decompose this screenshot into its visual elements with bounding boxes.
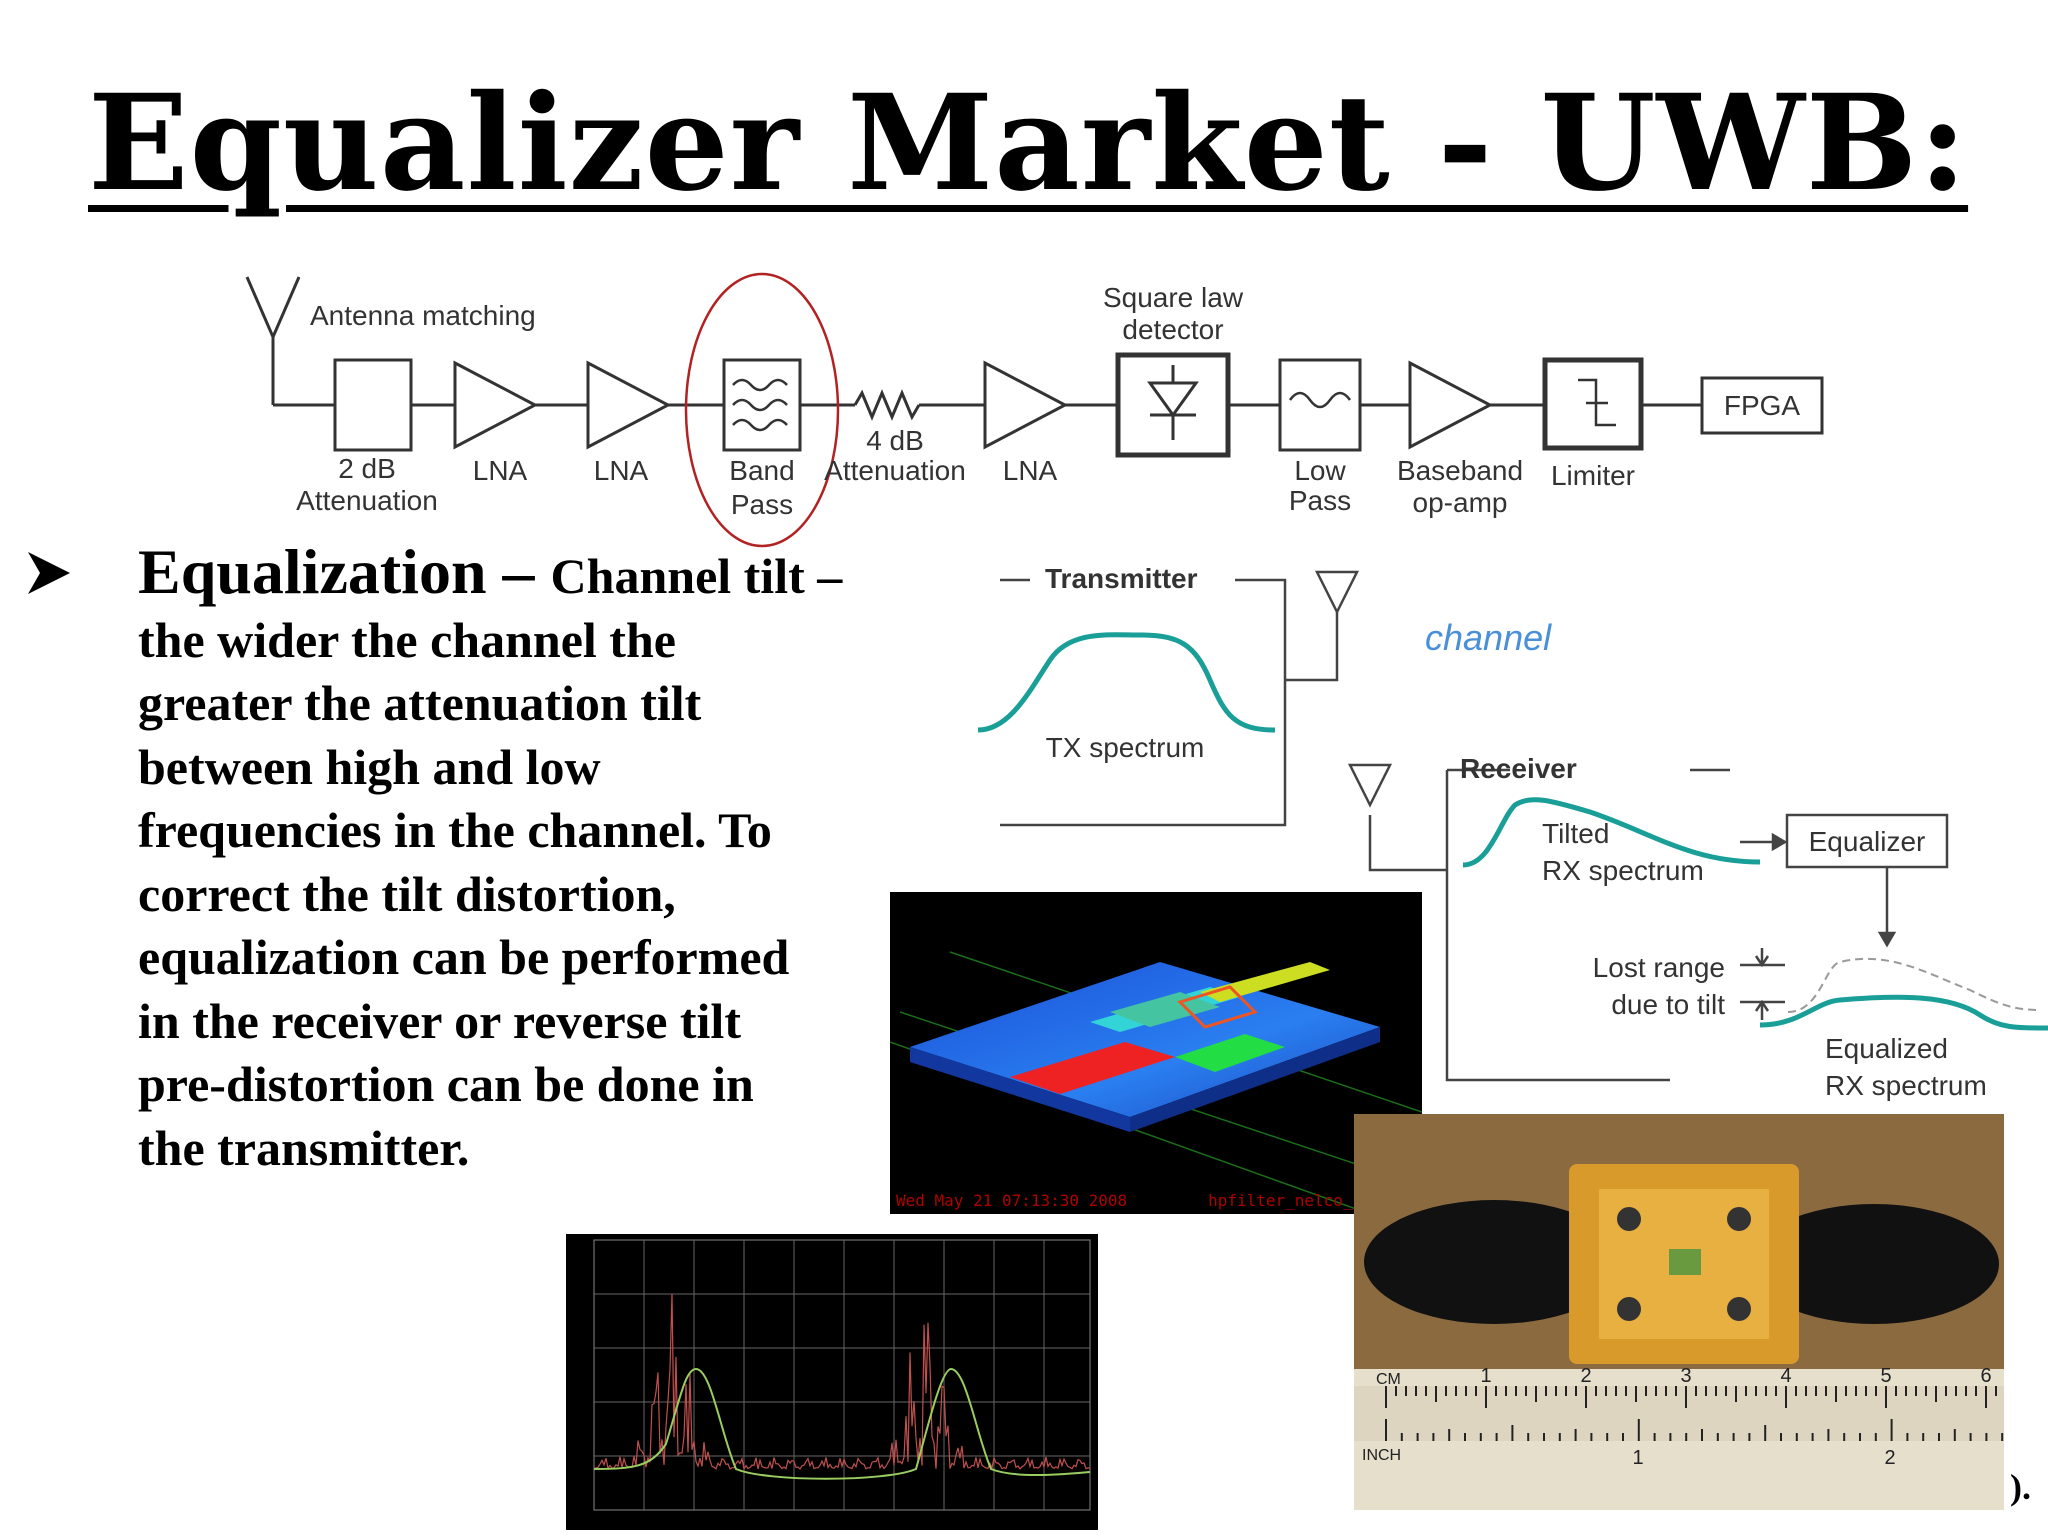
ruler-inch-1: 1 bbox=[1632, 1447, 1643, 1469]
lna-1-icon bbox=[453, 360, 539, 450]
em-simulation-render bbox=[889, 951, 1423, 1215]
device-photo-render: CM INCH 1 2 3 4 5 6 1 2 bbox=[1354, 1114, 2004, 1510]
baseband-label-2: op-amp bbox=[1413, 487, 1508, 518]
tx-spectrum-curve bbox=[977, 632, 1276, 733]
bullet-line: equalization can be performed bbox=[138, 929, 790, 985]
red-trace-line bbox=[593, 1293, 1091, 1471]
lna-2-label: LNA bbox=[594, 455, 649, 486]
lowpass-filter-block bbox=[1278, 358, 1362, 452]
att2-label-1: 2 dB bbox=[338, 453, 396, 484]
tx-antenna-icon bbox=[1314, 570, 1360, 615]
bandpass-filter-block bbox=[722, 358, 802, 452]
bullet-arrow-icon bbox=[28, 552, 70, 594]
limiter-label: Limiter bbox=[1551, 460, 1635, 491]
equalizer-device-photo: CM INCH 1 2 3 4 5 6 1 2 bbox=[1354, 1114, 2004, 1510]
antenna-icon bbox=[245, 276, 301, 405]
ruler-cm-2: 2 bbox=[1580, 1365, 1591, 1387]
att2-label-2: Attenuation bbox=[296, 485, 438, 516]
receiver-block-diagram: Antenna matching 2 dB Attenuation LNA LN… bbox=[245, 272, 1824, 548]
ruler-inch-label: INCH bbox=[1362, 1447, 1401, 1464]
page-title: Equalizer Market - UWB: bbox=[88, 66, 1969, 221]
lna-3-icon bbox=[983, 360, 1069, 450]
fpga-label: FPGA bbox=[1724, 390, 1801, 421]
antenna-matching-label: Antenna matching bbox=[310, 300, 536, 331]
bullet-lead: Equalization bbox=[138, 536, 487, 607]
tilted-label-1: Tilted bbox=[1542, 818, 1609, 849]
lowpass-label-1: Low bbox=[1294, 455, 1346, 486]
spectrum-plot-image bbox=[566, 1234, 1098, 1530]
tilted-label-2: RX spectrum bbox=[1542, 855, 1704, 886]
em-simulation-image: Wed May 21 07:13:30 2008 hpfilter_nelco_… bbox=[889, 892, 1423, 1215]
bullet-line: greater the attenuation tilt bbox=[138, 675, 702, 731]
bullet-dash: – bbox=[486, 536, 551, 607]
fpga-block bbox=[1700, 376, 1824, 435]
ruler-cm-4: 4 bbox=[1780, 1365, 1791, 1387]
lna-3-label: LNA bbox=[1003, 455, 1058, 486]
equalized-label-1: Equalized bbox=[1825, 1033, 1948, 1064]
bullet-subtitle: Channel tilt – bbox=[550, 548, 843, 604]
lowpass-label-2: Pass bbox=[1289, 485, 1351, 516]
equalizer-label: Equalizer bbox=[1809, 826, 1926, 857]
att4-label-2: Attenuation bbox=[824, 455, 966, 486]
bullet-line: in the receiver or reverse tilt bbox=[138, 992, 741, 1049]
att4-label-1: 4 dB bbox=[866, 425, 924, 456]
tilted-rx-spectrum-curve bbox=[1462, 797, 1761, 868]
detector-label-2: detector bbox=[1122, 314, 1223, 345]
bandpass-label-1: Band bbox=[729, 455, 794, 486]
caption-tail: ). bbox=[2010, 1467, 2031, 1507]
bullet-text: Equalization – Channel tilt – the wider … bbox=[138, 540, 898, 1180]
bullet-line: pre-distortion can be done in bbox=[138, 1056, 754, 1112]
equalized-rx-spectrum-curve bbox=[1759, 994, 2048, 1031]
bullet-line: between high and low bbox=[138, 738, 601, 795]
bullet-line: the transmitter. bbox=[138, 1119, 470, 1176]
attenuator-2db-block bbox=[333, 358, 413, 452]
channel-label: channel bbox=[1425, 617, 1552, 658]
ruler-cm-6: 6 bbox=[1980, 1365, 1991, 1387]
ruler-inch-2: 2 bbox=[1884, 1447, 1895, 1469]
ruler-cm-label: CM bbox=[1376, 1371, 1401, 1388]
detector-label-1: Square law bbox=[1103, 282, 1244, 313]
bandpass-highlight-ellipse bbox=[684, 272, 840, 548]
ruler-cm-3: 3 bbox=[1680, 1365, 1691, 1387]
sim-timestamp: Wed May 21 07:13:30 2008 bbox=[896, 1191, 1128, 1210]
bullet-line: the wider the channel the bbox=[138, 611, 676, 668]
lost-range-label-1: Lost range bbox=[1593, 952, 1725, 983]
ruler-cm-5: 5 bbox=[1880, 1365, 1891, 1387]
tx-spectrum-label: TX spectrum bbox=[1046, 732, 1205, 763]
bullet-line: frequencies in the channel. To bbox=[138, 802, 772, 858]
lna-2-icon bbox=[586, 360, 672, 450]
channel-tilt-diagram: Transmitter TX spectrum Receiver Tilted … bbox=[977, 563, 2048, 1101]
bandpass-label-2: Pass bbox=[731, 489, 793, 520]
baseband-label-1: Baseband bbox=[1397, 455, 1523, 486]
lna-1-label: LNA bbox=[473, 455, 528, 486]
transmitter-label: Transmitter bbox=[1045, 563, 1198, 594]
lost-range-label-2: due to tilt bbox=[1611, 989, 1725, 1020]
original-spectrum-dashed-curve bbox=[1787, 957, 2041, 1013]
opamp-icon bbox=[1408, 360, 1494, 450]
spectrum-plot-render bbox=[593, 1239, 1091, 1511]
bullet-line: correct the tilt distortion, bbox=[138, 865, 676, 922]
receiver-label: Receiver bbox=[1460, 753, 1577, 784]
equalized-label-2: RX spectrum bbox=[1825, 1070, 1987, 1101]
rx-antenna-icon bbox=[1347, 763, 1393, 808]
equalizer-block bbox=[1785, 813, 1949, 869]
resistor-icon bbox=[853, 389, 921, 421]
green-envelope-line bbox=[593, 1367, 1091, 1480]
ruler-cm-1: 1 bbox=[1480, 1365, 1491, 1387]
